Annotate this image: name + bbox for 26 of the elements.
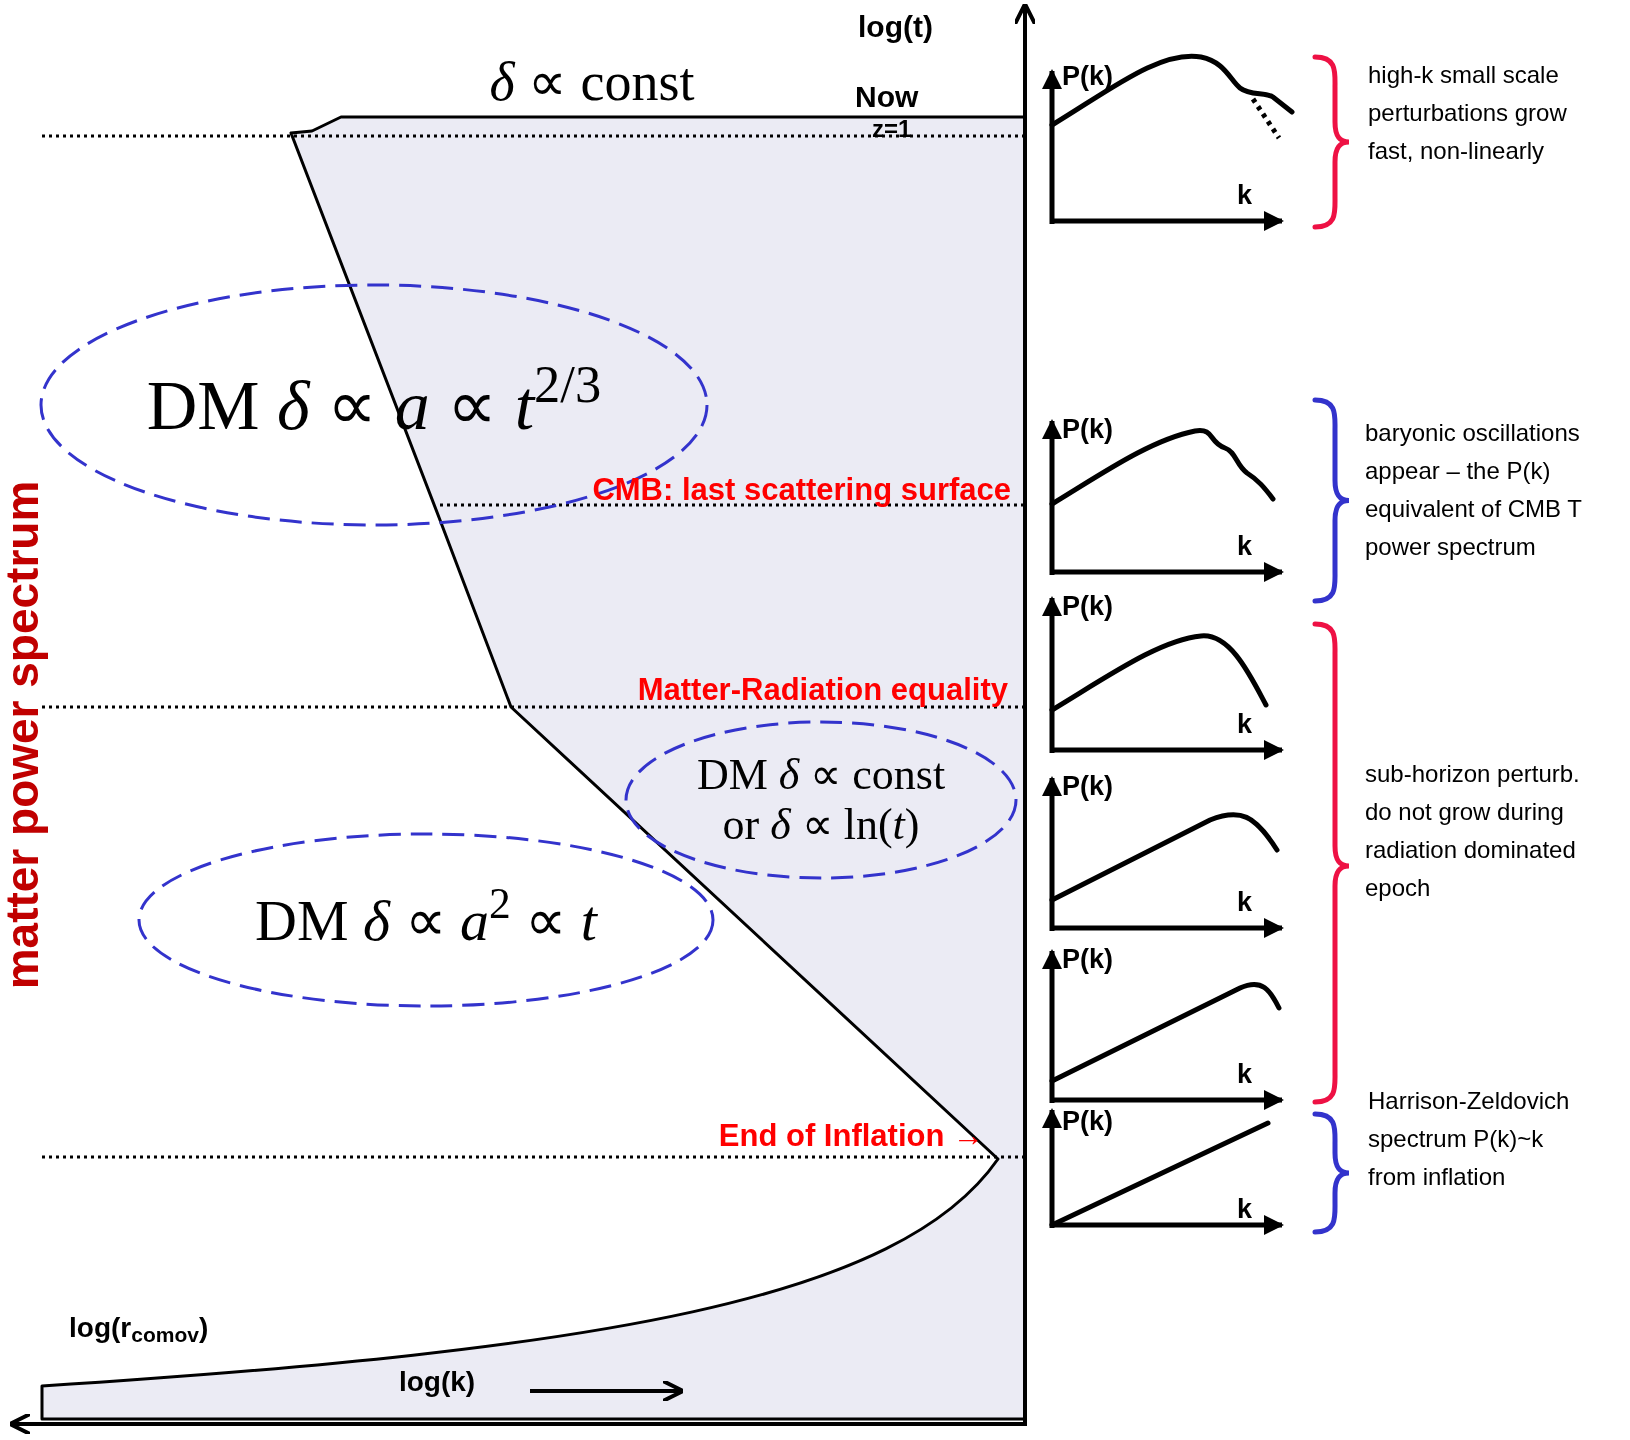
epoch-label: Matter-Radiation equality (637, 674, 1008, 705)
epoch-label: End of Inflation → (718, 1120, 984, 1151)
axis-label: log(k) (398, 1368, 476, 1396)
axis-label: k (1237, 711, 1253, 738)
epoch-label: CMB: last scattering surface (592, 474, 1011, 505)
equation-text: DM δ ∝ const or δ ∝ ln(t) (695, 750, 947, 850)
description-text: baryonic oscillations appear – the P(k) equivalent of CMB T power spectrum (1365, 418, 1583, 562)
axis-label: P(k) (1062, 773, 1113, 800)
axis-label: P(k) (1062, 416, 1113, 443)
axis-label: k (1237, 889, 1253, 916)
description-text: Harrison-Zeldovich spectrum P(k)~k from inflation (1368, 1086, 1571, 1192)
axis-label: k (1237, 533, 1253, 560)
description-text: sub-horizon perturb. do not grow during radiation dominated epoch (1365, 759, 1581, 903)
equation-text: δ ∝ const (489, 55, 695, 109)
axis-label: P(k) (1062, 1108, 1113, 1135)
axis-label: P(k) (1062, 63, 1113, 90)
description-text: high-k small scale perturbations grow fast, non-linearly (1368, 60, 1568, 166)
axis-label: log(t) (858, 12, 933, 42)
axis-label: P(k) (1062, 946, 1113, 973)
equation-text: DM δ ∝ a$^{2}$ ∝ t (254, 877, 599, 955)
axis-label: P(k) (1062, 593, 1113, 620)
axis-label: log(r$_{comov}$) (69, 1314, 209, 1342)
epoch-label: Now (855, 82, 919, 112)
axis-label: k (1237, 1196, 1253, 1223)
axis-label: k (1237, 1061, 1253, 1088)
axis-label: k (1237, 182, 1253, 209)
